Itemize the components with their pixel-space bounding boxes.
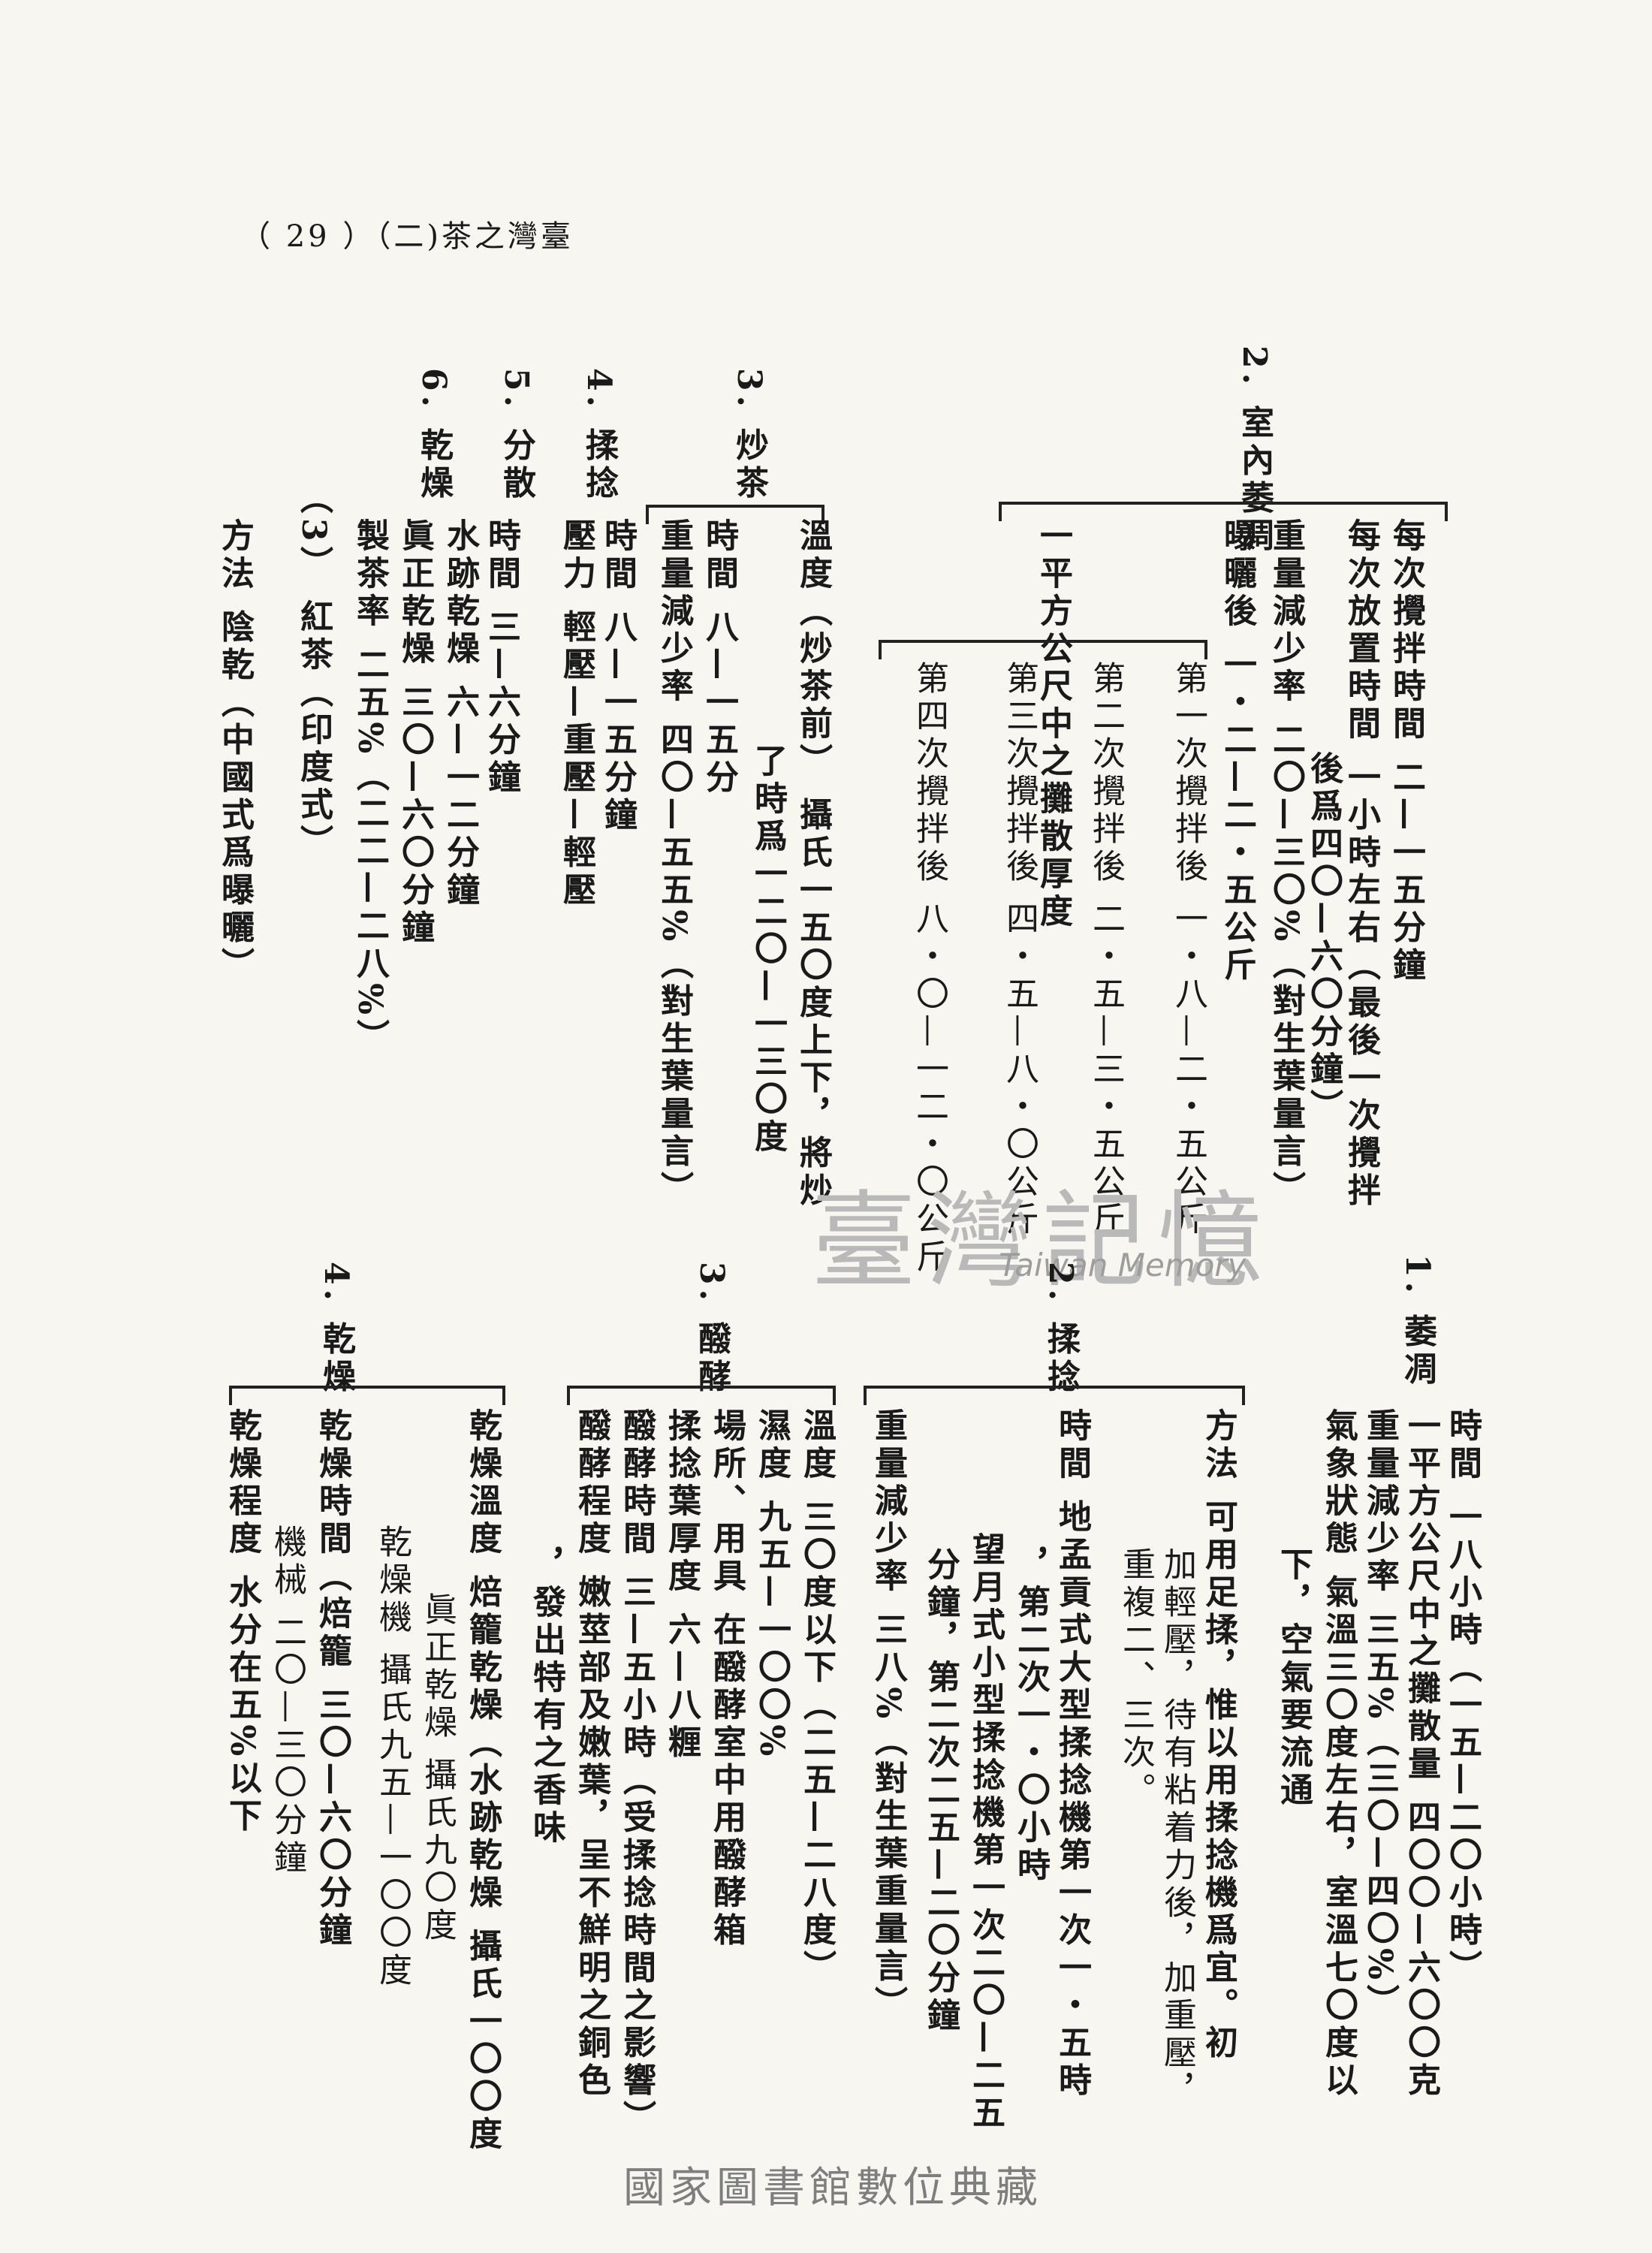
item: 重量減少率 二〇—三〇%（對生葉量言）: [1267, 518, 1305, 1209]
item: 機械 二〇—三〇分鐘: [268, 1525, 306, 1878]
item: 重量減少率 四〇—五五%（對生葉量言）: [655, 518, 693, 1209]
item: 乾燥時間（焙籠 三〇—六〇分鐘: [313, 1408, 351, 1950]
item: 第一次攪拌後 一・八—二・五公斤: [1169, 661, 1207, 1239]
item: 場所、用具 在醱酵室中用醱酵箱: [707, 1408, 746, 1950]
item: 第三次攪拌後 四・五—八・〇公斤: [1000, 661, 1039, 1239]
item: 一平方公尺中之攤散量 四〇〇—六〇〇克: [1402, 1408, 1440, 2101]
item: 濕度 九五—一〇〇%: [752, 1408, 791, 1761]
section-title-rolling: 4. 揉捻: [580, 368, 618, 503]
item: 下，空氣要流通: [1274, 1547, 1313, 1810]
item: 後爲四〇—六〇分鐘）: [1304, 751, 1343, 1126]
item: 望月式小型揉捻機第一次二〇—二五: [966, 1532, 1005, 2133]
section-title-drying: 6. 乾燥: [415, 368, 453, 503]
item: 一平方公尺中之攤散厚度: [1034, 518, 1072, 931]
item: 乾燥溫度 焙籠乾燥（水跡乾燥 攝氏一〇〇度: [463, 1408, 502, 2154]
item: 重複二、三次。: [1117, 1547, 1155, 1810]
item: 溫度 三〇度以下（二五—二八度）: [797, 1408, 836, 1988]
item: 第四次攪拌後 八・〇—一二・〇公斤: [910, 661, 948, 1277]
item: 水跡乾燥 六—一二分鐘: [441, 518, 479, 910]
item: 方法 可用足揉，惟以用揉捻機爲宜。初: [1199, 1408, 1237, 2063]
footer-archive: 國家圖書館數位典藏: [623, 2164, 1042, 2212]
item: 時間 三—六分鐘: [482, 518, 520, 798]
brace-drying: [229, 1386, 505, 1405]
item: 揉捻葉厚度 六—八糎: [662, 1408, 701, 1763]
section-title-withering-indoor: 2. 室內萎凋: [1235, 345, 1274, 556]
running-header: （ 29 ）（二)茶之灣臺: [240, 219, 574, 254]
item: 時間 地孟貢式大型揉捻機第一次一・五時: [1053, 1408, 1091, 2101]
item: 曝曬後 一・二—二・五公斤: [1218, 518, 1256, 985]
item: 眞正乾燥 三〇—六〇分鐘: [396, 518, 434, 948]
item: 了時爲一二〇—一三〇度: [749, 743, 787, 1157]
brace-rolling: [864, 1386, 1245, 1405]
item: 分鐘，第二次二五—二〇分鐘: [921, 1547, 960, 2035]
item: 重量減少率 三五%（三〇—四〇%）: [1361, 1408, 1399, 2022]
watermark: 臺灣記憶: [811, 1181, 1274, 1303]
item: 第二次攪拌後 二・五—三・五公斤: [1087, 661, 1125, 1239]
brace-fermentation: [567, 1386, 836, 1405]
section-title-rolling-bottom: 2. 揉捻: [1042, 1262, 1080, 1397]
item: 壓力 輕壓—重壓—輕壓: [557, 518, 595, 910]
section-title-fermentation: 3. 醱酵: [692, 1262, 731, 1397]
brace-spread: [879, 640, 1207, 659]
item: 眞正乾燥 攝氏九〇度: [418, 1592, 457, 1945]
item: 加輕壓，待有粘着力後，加重壓，: [1158, 1547, 1196, 2110]
item: 時間 八—一五分: [700, 518, 738, 798]
item: 時間 八—一五分鐘: [598, 518, 637, 835]
section-title-black-tea: （3） 紅茶（印度式）: [294, 481, 333, 862]
item: 每次放置時間 一小時左右（最後一次攪拌: [1342, 518, 1380, 1211]
item: 時間 一八小時（一五—二〇小時）: [1443, 1408, 1482, 1988]
brace-withering: [999, 502, 1448, 521]
item: 製茶率 二五%（二二—二八%）: [351, 518, 389, 1057]
item: 乾燥程度 水分在五%以下: [223, 1408, 261, 1836]
item: 方法 陰乾（中國式爲曝曬）: [216, 518, 254, 985]
item: 每次攪拌時間 二—一五分鐘: [1387, 518, 1425, 985]
section-title-withering: 1. 萎凋: [1398, 1254, 1436, 1389]
section-title-drying-bottom: 4. 乾燥: [317, 1262, 355, 1397]
item: 乾燥機 攝氏九五—一〇〇度: [373, 1525, 411, 1990]
item: 溫度（炒茶前） 攝氏一五〇度上下，將炒: [794, 518, 832, 1211]
item: 醱酵時間 三—五小時（受揉捻時間之影響）: [617, 1408, 656, 2138]
item: ，第二次一・〇小時: [1011, 1547, 1050, 1885]
brace-roast: [646, 505, 824, 524]
item: ，發出特有之香味: [527, 1547, 565, 1847]
section-title-scatter: 5. 分散: [497, 368, 535, 503]
watermark-en: Taiwan Memory: [999, 1247, 1247, 1283]
item: 氣象狀態 氣溫三〇度左右，室溫七〇度以: [1319, 1408, 1358, 2101]
item: 重量減少率 三八%（對生葉重量言）: [869, 1408, 907, 2024]
section-title-roast: 3. 炒茶: [730, 368, 768, 503]
item: 醱酵程度 嫩莖部及嫩葉，呈不鮮明之銅色: [572, 1408, 610, 2101]
